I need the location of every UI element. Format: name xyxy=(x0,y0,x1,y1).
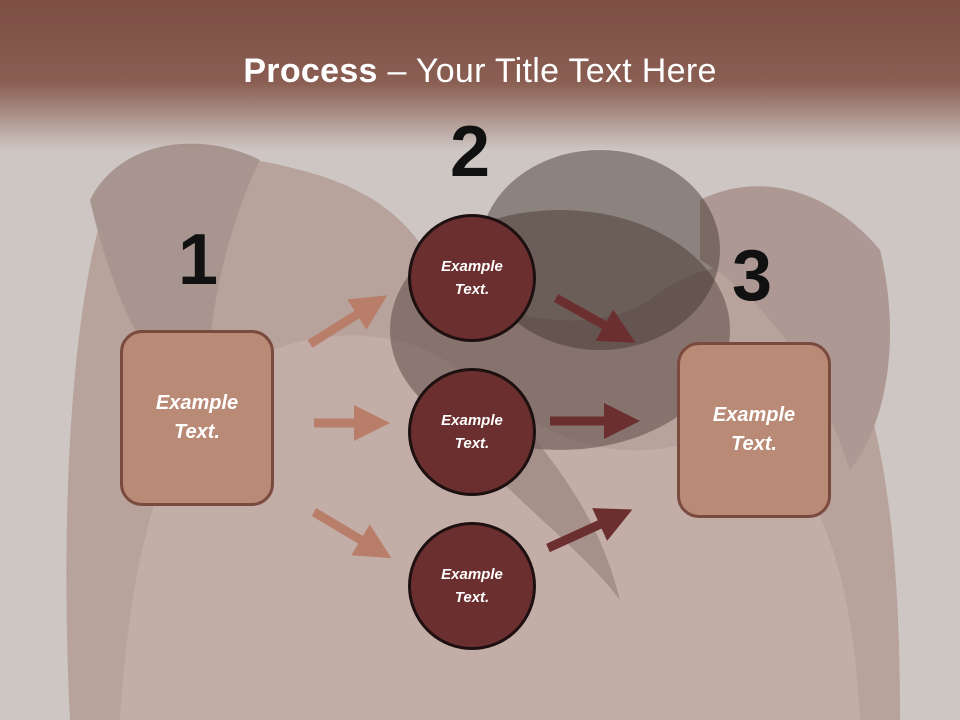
arrow-1-to-top xyxy=(307,295,388,348)
circle-bottom: Example Text. xyxy=(408,522,536,650)
right-text-box: Example Text. xyxy=(677,342,831,518)
left-box-line1: Example xyxy=(155,392,239,414)
circle-top-line2: Text. xyxy=(454,281,490,298)
step-number-2: 2 xyxy=(450,112,491,192)
arrow-1-to-bottom xyxy=(311,508,392,559)
step-number-3: 3 xyxy=(732,236,773,316)
circle-middle: Example Text. xyxy=(408,368,536,496)
circle-bottom-line2: Text. xyxy=(454,589,490,606)
left-text-box: Example Text. xyxy=(120,330,274,506)
circle-bottom-line1: Example xyxy=(441,566,503,583)
circle-top-line1: Example xyxy=(441,258,503,275)
arrow-top-to-3 xyxy=(553,294,636,343)
right-box-line2: Text. xyxy=(731,433,777,455)
circle-middle-line1: Example xyxy=(441,412,503,429)
left-box-line2: Text. xyxy=(174,421,220,443)
right-box-line1: Example xyxy=(712,404,796,426)
title-bold-text: Process xyxy=(243,52,378,90)
slide-title: Process – Your Title Text Here xyxy=(0,52,960,91)
circle-middle-line2: Text. xyxy=(454,435,490,452)
circle-top: Example Text. xyxy=(408,214,536,342)
title-rest-text: – Your Title Text Here xyxy=(377,52,717,90)
arrow-bottom-to-3 xyxy=(546,508,633,553)
step-number-1: 1 xyxy=(178,220,219,300)
